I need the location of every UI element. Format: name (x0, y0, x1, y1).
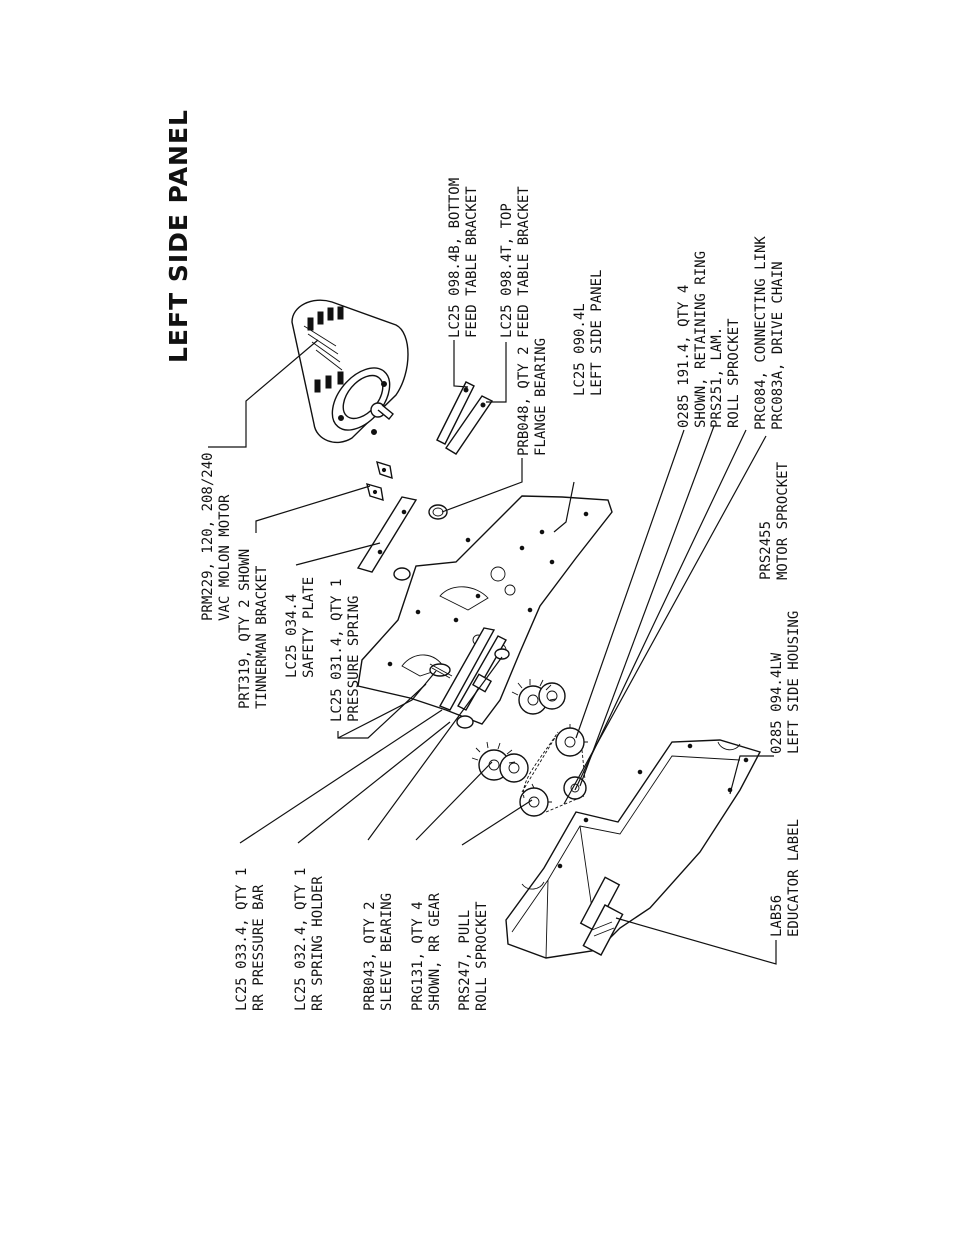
callout-lc25-031-4: LC25 031.4, QTY 1 PRESSURE SPRING (329, 570, 362, 722)
callout-lc25-098-4b: LC25 098.4B, BOTTOM FEED TABLE BRACKET (447, 169, 480, 338)
leader-lines (208, 339, 777, 965)
callout-prg131: PRG131, QTY 4 SHOWN, RR GEAR (410, 892, 443, 1011)
callout-prb043: PRB043, QTY 2 SLEEVE BEARING (362, 893, 395, 1011)
callout-lc25-032-4: LC25 032.4, QTY 1 RR SPRING HOLDER (293, 859, 326, 1011)
callout-prb048: PRB048, QTY 2 FLANGE BEARING (516, 338, 549, 456)
rr-gear-drawing (471, 679, 566, 783)
callout-prt319: PRT319, QTY 2 SHOWN TINNERMAN BRACKET (237, 540, 270, 709)
callout-lab56: LAB56 EDUCATOR LABEL (769, 819, 802, 937)
sprocket-chain-drawing (519, 724, 588, 817)
callout-prs2455: PRS2455 MOTOR SPROCKET (758, 461, 791, 580)
callout-prs251: PRS251, LAM. ROLL SPROCKET (709, 318, 742, 428)
tinnerman-bracket-drawing (366, 460, 393, 502)
left-side-housing-drawing (505, 739, 762, 959)
diagram-title: LEFT SIDE PANEL (164, 109, 193, 363)
callout-lc25-034-4: LC25 034.4 SAFETY PLATE (284, 577, 317, 678)
callout-prc084: PRC084, CONNECTING LINK PRC083A, DRIVE C… (753, 228, 786, 430)
safety-plate-drawing (356, 496, 418, 573)
callout-0285-191-4: 0285 191.4, QTY 4 SHOWN, RETAINING RING (676, 251, 709, 428)
callout-lc25-090-4l: LC25 090.4L LEFT SIDE PANEL (572, 270, 605, 396)
feed-table-bracket-drawing (436, 381, 494, 455)
callout-lc25-098-4t: LC25 098.4T, TOP FEED TABLE BRACKET (499, 186, 532, 338)
callout-0285-094-4lw: 0285 094.4LW LEFT SIDE HOUSING (769, 611, 802, 754)
callout-lc25-033-4: LC25 033.4, QTY 1 RR PRESSURE BAR (234, 859, 267, 1011)
callout-prs247: PRS247, PULL ROLL SPROCKET (457, 901, 490, 1011)
left-side-panel-drawing (357, 495, 613, 729)
vac-motor-drawing (291, 299, 409, 443)
callout-prm229: PRM229, 120, 208/240 VAC MOLON MOTOR (200, 444, 233, 621)
